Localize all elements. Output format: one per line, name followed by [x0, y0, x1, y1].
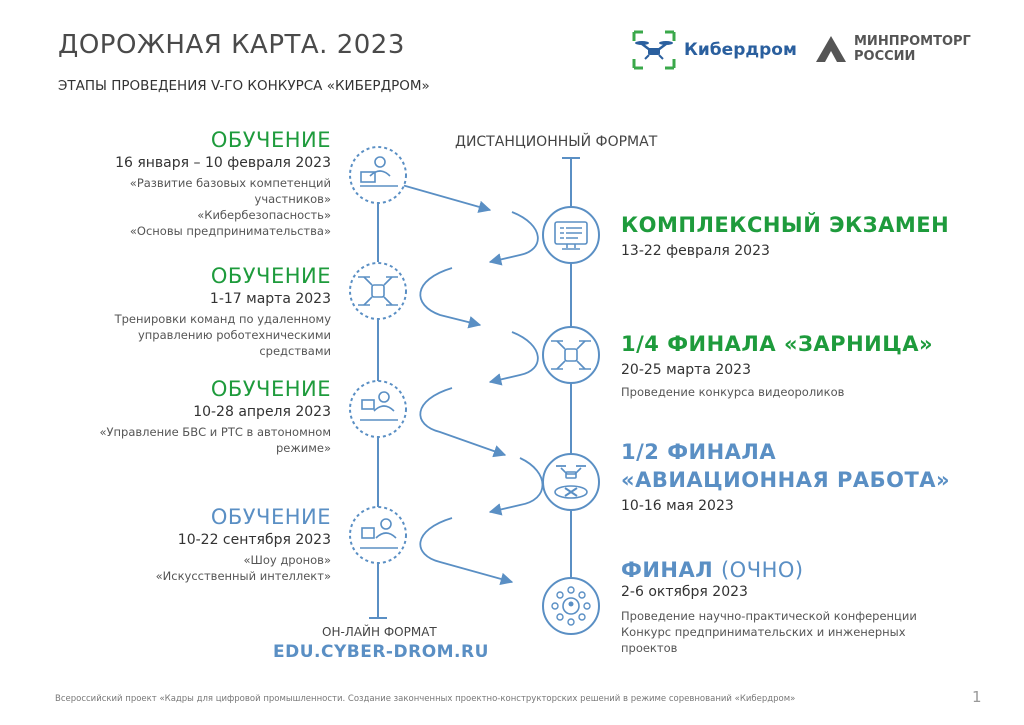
training-notes: «Развитие базовых компетенций участников…	[115, 175, 331, 239]
network-icon	[542, 577, 600, 635]
arrow-training4-to-final	[419, 517, 514, 586]
training-dates: 16 января – 10 февраля 2023	[115, 155, 331, 171]
online-format-label: ОН-ЛАЙН ФОРМАТ	[322, 625, 437, 639]
training-block-2: ОБУЧЕНИЕ 1-17 марта 2023 Тренировки кома…	[115, 264, 331, 359]
training-note: «Шоу дронов»	[243, 553, 332, 567]
teacher-icon	[349, 506, 407, 564]
training-dates: 10-28 апреля 2023	[193, 404, 331, 420]
training-note: «Кибербезопасность»	[197, 208, 331, 222]
training-heading: ОБУЧЕНИЕ	[210, 505, 331, 529]
page-title: ДОРОЖНАЯ КАРТА. 2023	[58, 30, 405, 60]
training-note: «Управление БВС и РТС в автономном	[99, 425, 331, 439]
training-notes: Тренировки команд по удаленному управлен…	[115, 311, 331, 359]
training-note: режиме»	[276, 441, 331, 455]
training-block-3: ОБУЧЕНИЕ 10-28 апреля 2023 «Управление Б…	[99, 377, 331, 456]
exam-monitor-icon	[542, 206, 600, 264]
arrow-training3-to-half	[419, 387, 507, 458]
training-dates: 10-22 сентября 2023	[177, 532, 331, 548]
minpromtorg-line1: МИНПРОМТОРГ	[854, 34, 971, 49]
training-notes: «Управление БВС и РТС в автономном режим…	[99, 424, 331, 456]
training-dates: 1-17 марта 2023	[209, 291, 331, 307]
stage-dates: 10-16 мая 2023	[621, 498, 734, 514]
stage-heading: 1/4 ФИНАЛА «ЗАРНИЦА»	[621, 332, 934, 356]
arrow-training1-to-exam	[401, 184, 492, 213]
arrow-half-to-training4	[488, 457, 544, 516]
stage-notes: Проведение научно-практической конференц…	[621, 608, 917, 656]
remote-format-label: ДИСТАНЦИОННЫЙ ФОРМАТ	[455, 134, 658, 150]
kiberdrom-logo-text: Кибердром	[684, 40, 797, 60]
training-block-1: ОБУЧЕНИЕ 16 января – 10 февраля 2023 «Ра…	[115, 128, 331, 239]
drone-landing-icon	[542, 453, 600, 511]
training-note: «Основы предпринимательства»	[129, 224, 331, 238]
stage-dates: 13-22 февраля 2023	[621, 243, 770, 259]
stage-note: Проведение научно-практической конференц…	[621, 609, 917, 623]
minpromtorg-line2: РОССИИ	[854, 49, 916, 64]
arrow-exam-to-training2	[488, 211, 539, 266]
page-number: 1	[972, 688, 982, 706]
training-note: средствами	[259, 344, 331, 358]
drone-logo-icon	[632, 30, 676, 70]
training-heading: ОБУЧЕНИЕ	[210, 264, 331, 288]
training-notes: «Шоу дронов» «Искусственный интеллект»	[156, 552, 331, 584]
kiberdrom-logo: Кибердром	[632, 30, 797, 70]
stage-dates: 2-6 октября 2023	[621, 584, 748, 600]
training-heading: ОБУЧЕНИЕ	[210, 128, 331, 152]
training-note: управлению роботехническими	[137, 328, 331, 342]
stage-heading: КОМПЛЕКСНЫЙ ЭКЗАМЕН	[621, 213, 950, 237]
stage-heading-suffix: (ОЧНО)	[720, 558, 804, 582]
stage-note: проектов	[621, 641, 678, 655]
stage-dates: 20-25 марта 2023	[621, 362, 751, 378]
stage-block-semi-final: 1/2 ФИНАЛА «АВИАЦИОННАЯ РАБОТА» 10-16 ма…	[621, 438, 950, 514]
footer-text: Всероссийский проект «Кадры для цифровой…	[55, 694, 796, 704]
stage-note: Проведение конкурса видеороликов	[621, 385, 845, 399]
training-note: Тренировки команд по удаленному	[114, 312, 331, 326]
stage-note: Конкурс предпринимательских и инженерных	[621, 625, 906, 639]
stage-block-final: ФИНАЛ (ОЧНО) 2-6 октября 2023 Проведение…	[621, 556, 917, 656]
training-note: «Развитие базовых компетенций	[129, 176, 331, 190]
stage-block-quarter-final: 1/4 ФИНАЛА «ЗАРНИЦА» 20-25 марта 2023 Пр…	[621, 330, 933, 400]
teacher-icon	[349, 146, 407, 204]
arrow-quarter-to-training3	[488, 331, 539, 386]
training-heading: ОБУЧЕНИЕ	[210, 377, 331, 401]
stage-heading: ФИНАЛ (ОЧНО)	[621, 556, 917, 584]
arrow-training2-to-quarter	[419, 267, 482, 329]
teacher-icon	[349, 380, 407, 438]
page-subtitle: ЭТАПЫ ПРОВЕДЕНИЯ V-ГО КОНКУРСА «КИБЕРДРО…	[58, 78, 430, 94]
training-note: «Искусственный интеллект»	[155, 569, 331, 583]
stage-block-exam: КОМПЛЕКСНЫЙ ЭКЗАМЕН 13-22 февраля 2023	[621, 211, 949, 259]
minpromtorg-logo: МИНПРОМТОРГ РОССИИ	[814, 34, 971, 64]
drone-icon	[349, 262, 407, 320]
training-note: участников»	[254, 192, 331, 206]
drone-icon	[542, 326, 600, 384]
training-block-4: ОБУЧЕНИЕ 10-22 сентября 2023 «Шоу дронов…	[156, 505, 331, 584]
site-url-link[interactable]: EDU.CYBER-DROM.RU	[273, 642, 489, 662]
stage-heading: 1/2 ФИНАЛА	[621, 440, 777, 464]
stage-heading-line2: «АВИАЦИОННАЯ РАБОТА»	[621, 468, 951, 492]
stage-notes: Проведение конкурса видеороликов	[621, 384, 933, 400]
stage-heading-main: ФИНАЛ	[621, 558, 714, 582]
minpromtorg-emblem-icon	[816, 36, 846, 62]
